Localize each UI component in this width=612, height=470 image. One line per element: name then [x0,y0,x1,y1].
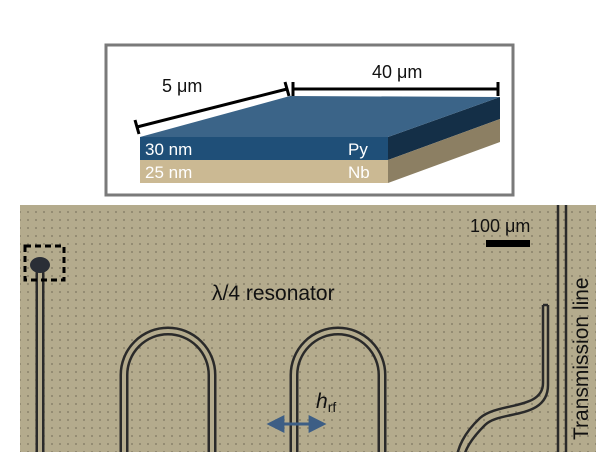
rf-field-label: hrf [316,390,336,415]
rf-field-subscript: rf [328,399,337,415]
stack-inset: 30 nm Py 25 nm Nb 5 μm 40 μm [104,43,515,197]
py-front-face [140,137,388,160]
py-side-face [388,97,500,160]
coupling-pad [30,257,50,273]
resonator-label: λ/4 resonator [212,282,335,305]
width-dimension [133,81,291,135]
nb-thickness-label: 25 nm [145,163,192,182]
micrograph: 100 μm λ/4 resonator hrf Transmission li… [20,205,596,452]
nb-front-face [140,160,388,183]
nb-material-label: Nb [348,163,370,182]
nb-side-face [388,119,500,183]
transmission-line-trace [456,205,568,452]
width-label: 5 μm [162,76,202,96]
rf-field-symbol: h [316,390,328,413]
length-label: 40 μm [372,62,422,82]
scale-bar [486,240,530,247]
scale-bar-label: 100 μm [470,216,530,236]
py-material-label: Py [348,140,368,159]
length-dimension [291,82,500,96]
py-thickness-label: 30 nm [145,140,192,159]
resonator-meander [35,257,387,452]
py-top-face [140,96,500,137]
coupling-pad-highlight [23,244,66,282]
transmission-line-label: Transmission line [570,277,593,440]
